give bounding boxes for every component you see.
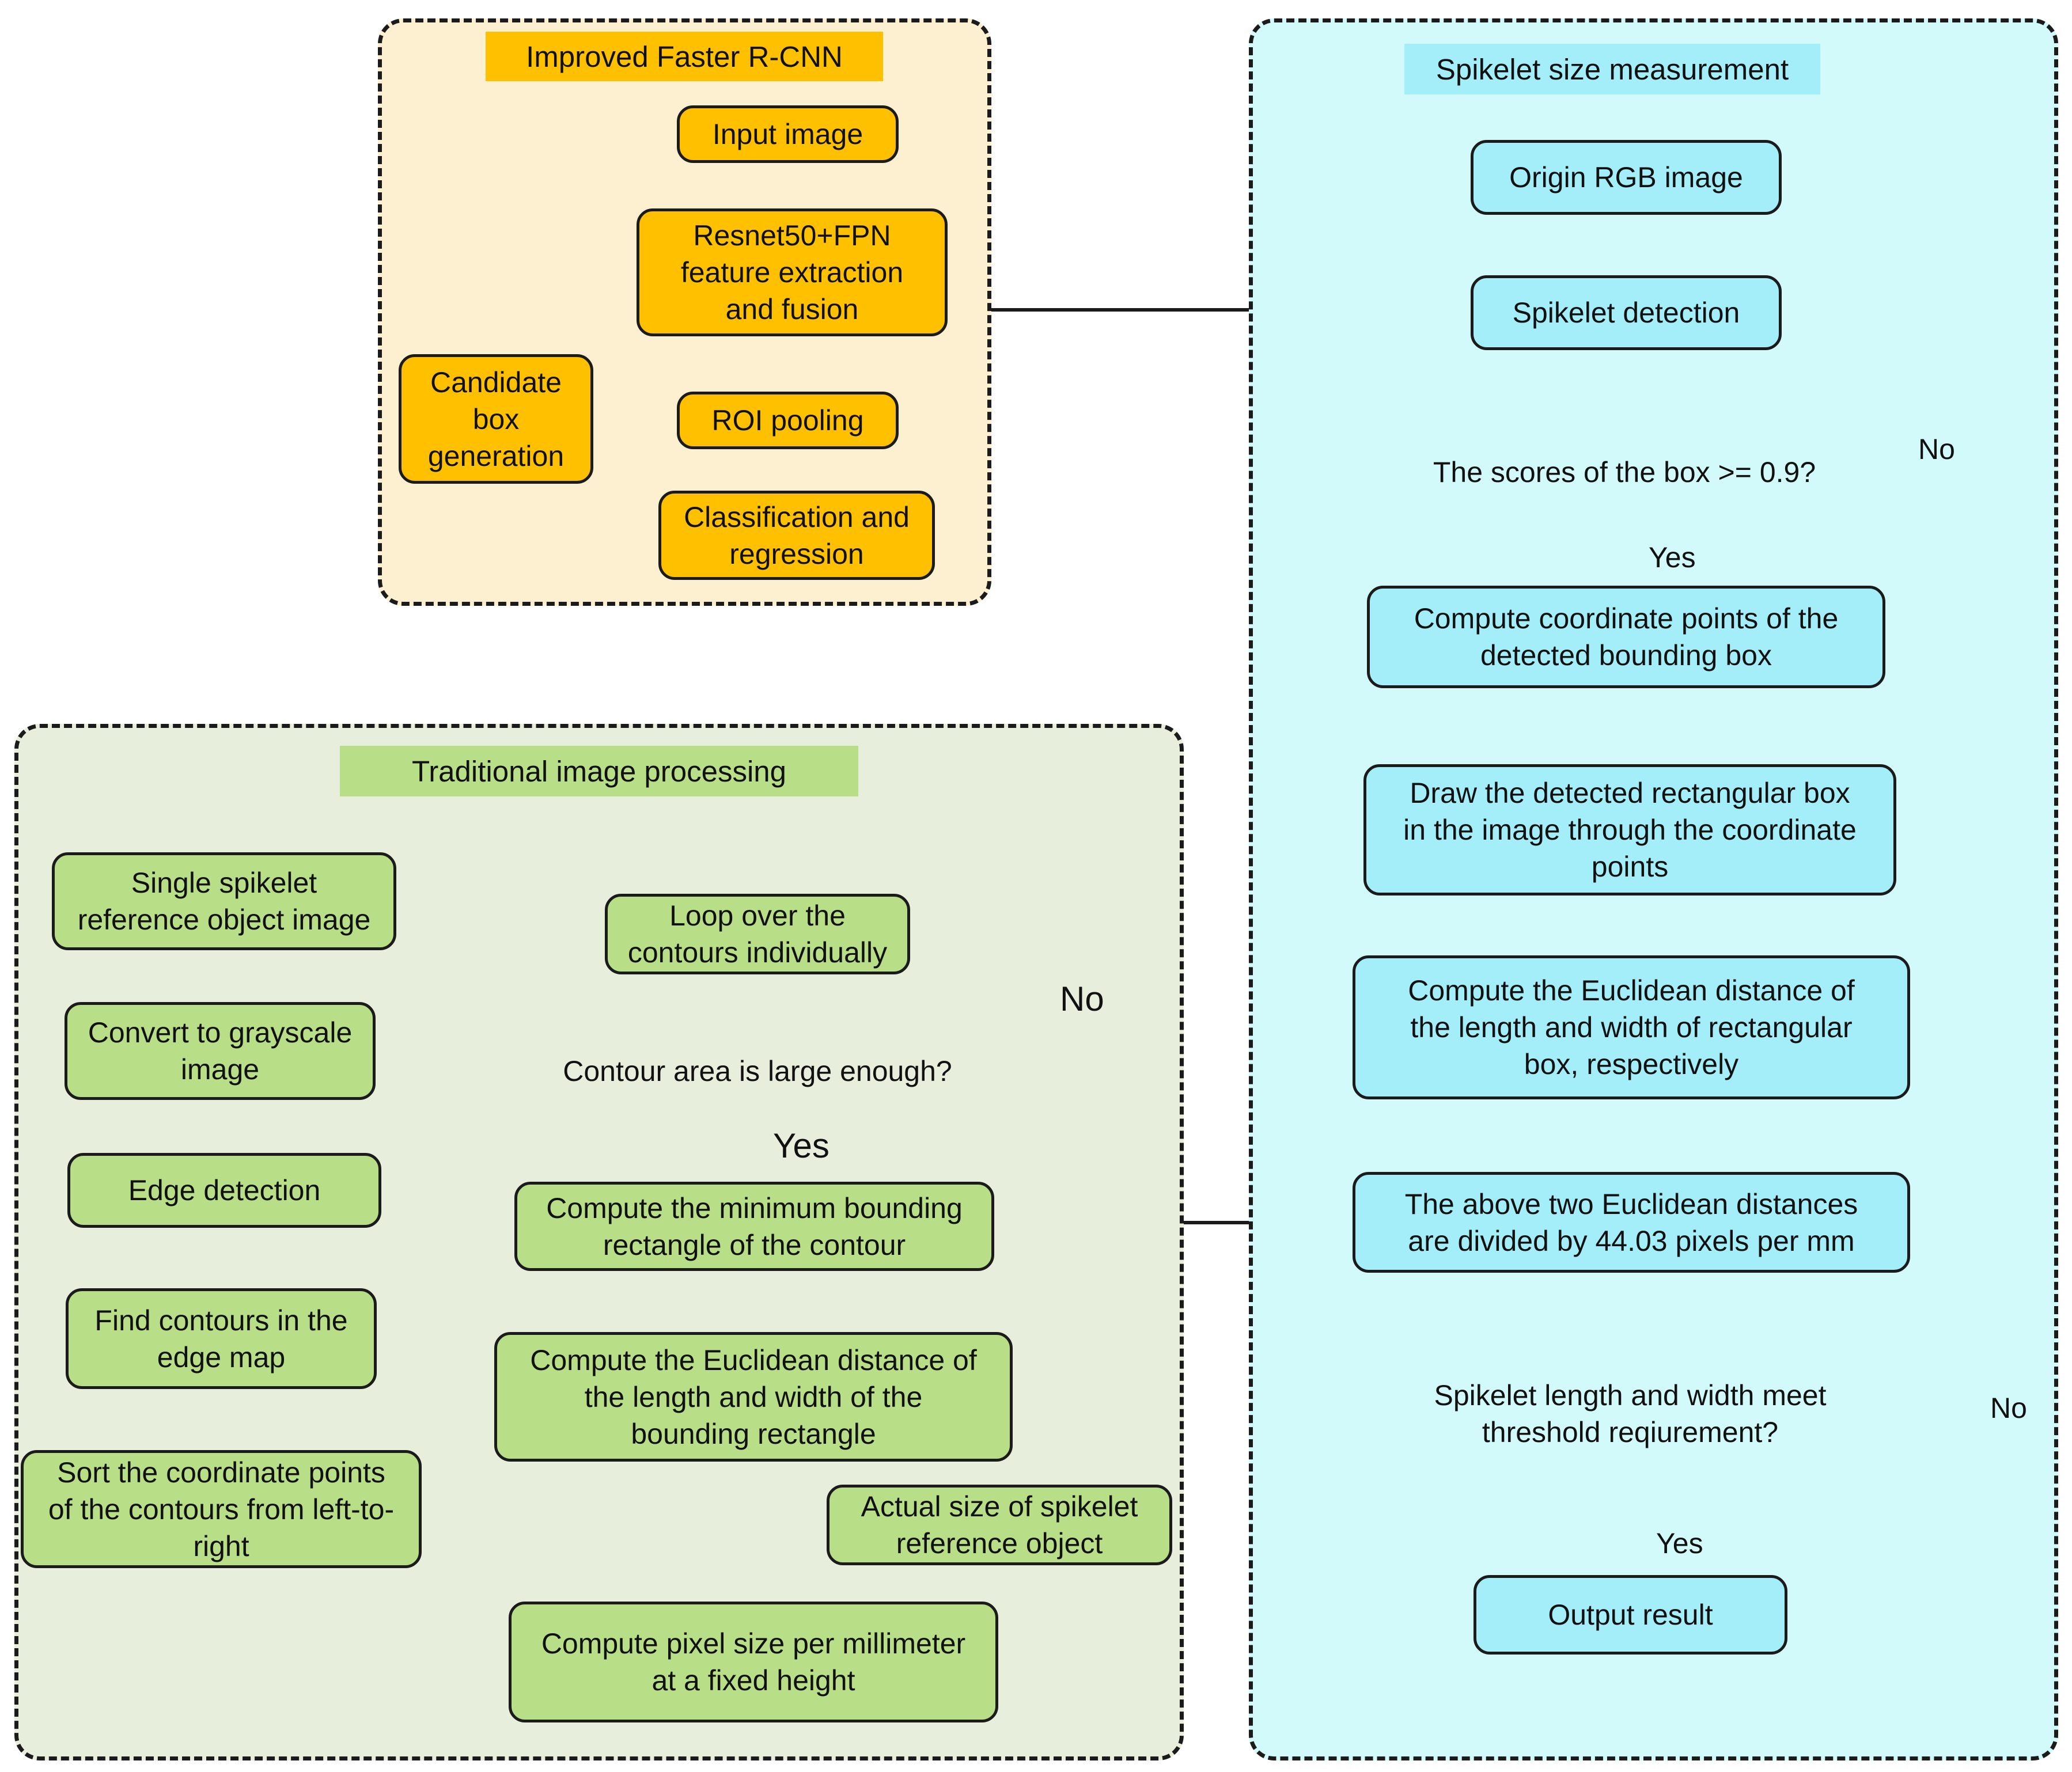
- area-yes-label: Yes: [773, 1126, 829, 1165]
- compute-euclidean-node: Compute the Euclidean distance of the le…: [1353, 955, 1910, 1099]
- origin-rgb-node: Origin RGB image: [1471, 140, 1782, 215]
- roi-pooling-node: ROI pooling: [677, 392, 899, 449]
- traditional-title: Traditional image processing: [340, 746, 858, 796]
- spikelet-detection-node: Spikelet detection: [1471, 275, 1782, 350]
- spikelet-measurement-title: Spikelet size measurement: [1404, 44, 1820, 94]
- sort-points-node: Sort the coordinate points of the contou…: [21, 1450, 422, 1568]
- euclidean-rect-node: Compute the Euclidean distance of the le…: [494, 1332, 1013, 1462]
- loop-contours-node: Loop over the contours individually: [605, 894, 910, 974]
- area-decision-label: Contour area is large enough?: [563, 1055, 952, 1087]
- min-bounding-node: Compute the minimum bounding rectangle o…: [514, 1182, 994, 1271]
- threshold-yes-label: Yes: [1656, 1527, 1703, 1559]
- resnet-fpn-node: Resnet50+FPN feature extraction and fusi…: [637, 208, 948, 336]
- draw-box-node: Draw the detected rectangular box in the…: [1363, 764, 1896, 896]
- classification-node: Classification and regression: [658, 491, 935, 580]
- candidate-box-node: Candidate box generation: [399, 354, 593, 484]
- output-result-node: Output result: [1473, 1575, 1787, 1655]
- find-contours-node: Find contours in the edge map: [66, 1288, 377, 1389]
- threshold-decision-label: Spikelet length and width meet threshold…: [1434, 1379, 1827, 1448]
- single-spikelet-node: Single spikelet reference object image: [52, 852, 396, 950]
- area-no-label: No: [1060, 980, 1104, 1018]
- pixel-size-node: Compute pixel size per millimeter at a f…: [509, 1602, 998, 1722]
- edge-detection-node: Edge detection: [67, 1153, 381, 1228]
- divide-distances-node: The above two Euclidean distances are di…: [1353, 1172, 1910, 1273]
- score-no-label: No: [1918, 433, 1955, 465]
- score-decision-label: The scores of the box >= 0.9?: [1433, 456, 1816, 488]
- actual-size-node: Actual size of spikelet reference object: [827, 1485, 1172, 1565]
- input-image-node: Input image: [677, 105, 899, 163]
- grayscale-node: Convert to grayscale image: [65, 1002, 376, 1100]
- score-yes-label: Yes: [1649, 541, 1696, 574]
- compute-coords-node: Compute coordinate points of the detecte…: [1367, 586, 1885, 688]
- faster-rcnn-title: Improved Faster R-CNN: [486, 32, 883, 81]
- threshold-no-label: No: [1990, 1392, 2027, 1424]
